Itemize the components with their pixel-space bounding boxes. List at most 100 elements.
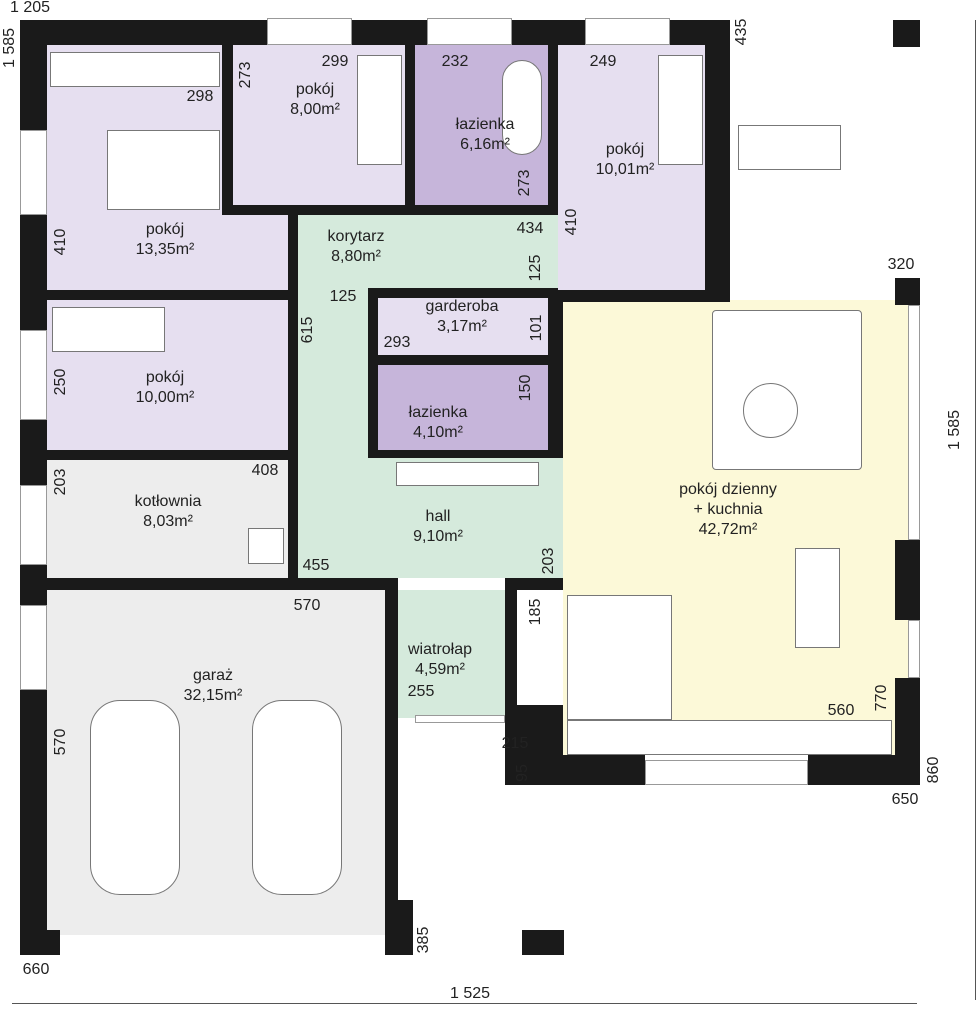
- room-name: pokój: [295, 81, 335, 98]
- room-area: 8,80m²: [331, 248, 381, 265]
- dimension: 249: [589, 53, 617, 70]
- room-label: pokój 10,00m²: [136, 368, 195, 408]
- dimension: 1 585: [946, 409, 963, 451]
- dimension: 570: [293, 597, 321, 614]
- dimension: 95: [514, 764, 531, 782]
- room-area: 13,35m²: [135, 241, 195, 258]
- dimension: 770: [873, 684, 890, 712]
- bed: [52, 307, 165, 352]
- room-area: 4,10m²: [413, 424, 463, 441]
- room-name: pokój: [145, 369, 185, 386]
- room-name: garaż: [192, 667, 234, 684]
- boiler: [248, 528, 284, 564]
- window: [585, 18, 670, 45]
- dimension: 435: [733, 18, 750, 46]
- room-name: kotłownia: [134, 493, 202, 510]
- room-area: 10,01m²: [595, 161, 655, 178]
- dimension: 298: [186, 88, 214, 105]
- dimension: 408: [251, 462, 279, 479]
- dimension: 215: [501, 735, 529, 752]
- room-label: hall 9,10m²: [413, 507, 463, 547]
- window: [20, 485, 47, 565]
- room-label: łazienka 6,16m²: [456, 115, 515, 155]
- dimension: 203: [52, 468, 69, 496]
- wall: [385, 900, 413, 955]
- window: [427, 18, 512, 45]
- dining-table: [795, 548, 840, 648]
- window: [415, 715, 505, 723]
- room-name: pokój: [145, 221, 185, 238]
- dimension: 410: [563, 208, 580, 236]
- dimension: 125: [329, 288, 357, 305]
- dimension: 1 525: [449, 985, 491, 1002]
- dimension: 560: [827, 702, 855, 719]
- dimension: 860: [925, 756, 942, 784]
- dimension: 455: [302, 557, 330, 574]
- room-area: 3,17m²: [437, 318, 487, 335]
- wall: [895, 540, 920, 620]
- wardrobe: [50, 52, 220, 87]
- bench: [396, 462, 539, 486]
- wall: [368, 288, 378, 458]
- dimension: 570: [52, 728, 69, 756]
- wall: [705, 20, 730, 300]
- room-vestibule: [398, 590, 505, 718]
- room-area: 32,15m²: [183, 687, 243, 704]
- wall: [368, 355, 558, 365]
- window: [645, 760, 808, 785]
- room-label: garaż 32,15m²: [184, 666, 243, 706]
- room-name: hall: [425, 508, 451, 525]
- wall: [895, 678, 920, 785]
- dimension: 250: [52, 368, 69, 396]
- wall: [540, 755, 645, 785]
- dimension-line: [975, 20, 976, 1000]
- room-area: 42,72m²: [698, 521, 758, 538]
- dimension: 650: [891, 791, 919, 808]
- room-area: 10,00m²: [135, 389, 195, 406]
- kitchen-counter: [567, 720, 892, 755]
- wall: [385, 578, 398, 935]
- dimension: 101: [528, 314, 545, 342]
- room-label: pokój dzienny + kuchnia 42,72m²: [679, 480, 777, 540]
- wall: [288, 215, 298, 578]
- kitchen-counter: [567, 595, 672, 720]
- dimension: 150: [517, 374, 534, 402]
- wall: [222, 205, 558, 215]
- wall: [895, 278, 920, 305]
- room-area: 9,10m²: [413, 528, 463, 545]
- window: [908, 620, 920, 678]
- room-name: łazienka: [455, 116, 515, 133]
- window: [20, 330, 47, 420]
- wall: [20, 450, 298, 460]
- bed: [658, 55, 703, 165]
- dimension: 410: [52, 228, 69, 256]
- dimension: 273: [237, 61, 254, 89]
- room-area: 8,03m²: [143, 513, 193, 530]
- room-name: pokój dzienny: [679, 481, 777, 498]
- room-label: kotłownia 8,03m²: [135, 492, 202, 532]
- dimension: 273: [516, 169, 533, 197]
- dimension: 125: [527, 254, 544, 282]
- window: [267, 18, 352, 45]
- room-name: + kuchnia: [693, 501, 763, 518]
- dimension: 1 585: [1, 27, 18, 69]
- wall: [505, 578, 563, 590]
- room-area: 6,16m²: [460, 136, 510, 153]
- outdoor-table: [738, 125, 841, 170]
- bed: [107, 130, 220, 210]
- wall: [20, 578, 385, 590]
- dimension: 185: [527, 598, 544, 626]
- wall: [20, 290, 298, 300]
- car: [90, 700, 180, 895]
- wall: [222, 45, 233, 215]
- room-name: wiatrołap: [407, 641, 473, 658]
- dimension: 1 205: [9, 0, 51, 16]
- dimension: 232: [441, 53, 469, 70]
- dimension: 293: [383, 334, 411, 351]
- dimension: 203: [540, 547, 557, 575]
